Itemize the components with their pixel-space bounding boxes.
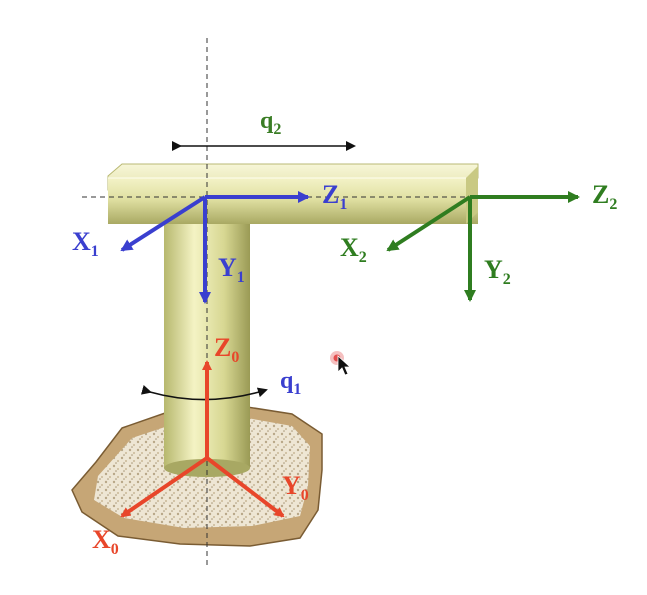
x1-label: X1	[72, 227, 99, 260]
frame-1-axes	[120, 191, 310, 304]
y0-axis-arrow	[205, 456, 285, 518]
y0-label: Y0	[282, 471, 309, 504]
y1-label: Y1	[218, 253, 245, 286]
q1-label: q1	[280, 368, 301, 398]
x2-axis-arrow	[386, 195, 472, 252]
x1-axis-arrow	[120, 195, 207, 252]
z2-label: Z2	[592, 180, 617, 213]
frame-2-axes	[386, 191, 580, 302]
pointer-cursor-icon	[337, 355, 352, 376]
z0-label: Z0	[214, 333, 239, 366]
q2-label: q2	[260, 108, 281, 138]
y2-label: Y2	[484, 255, 511, 288]
x0-axis-arrow	[120, 456, 209, 518]
horizontal-arm-link	[107, 163, 479, 224]
x2-label: X2	[340, 233, 367, 266]
x0-label: X0	[92, 525, 119, 558]
frame-0-axes	[120, 360, 285, 518]
z1-label: Z1	[322, 180, 347, 213]
